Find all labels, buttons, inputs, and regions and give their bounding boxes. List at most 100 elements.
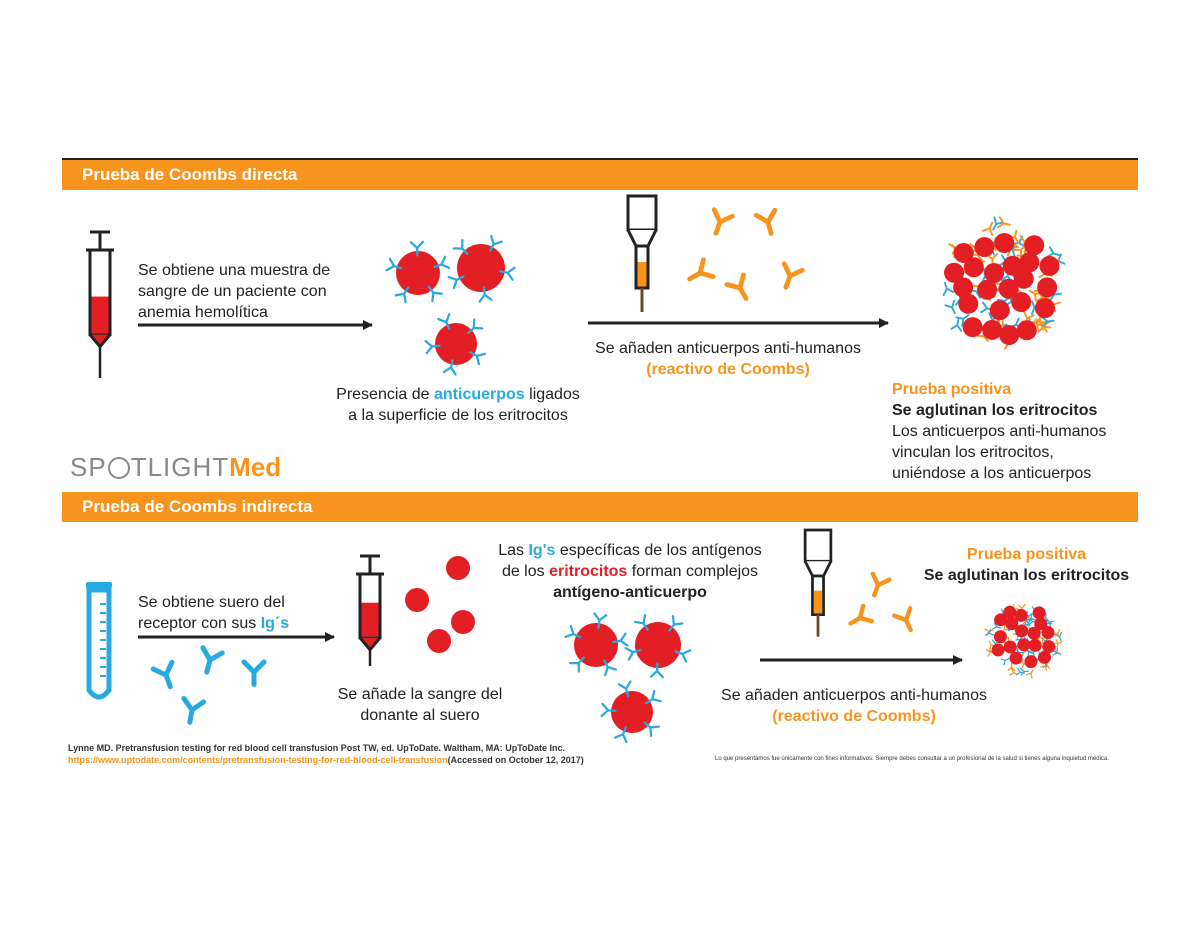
red-blood-cell-icon (1015, 624, 1029, 638)
direct-step1-text: Se obtiene una muestra de sangre de un p… (138, 262, 331, 321)
antibody-icon (674, 649, 692, 663)
antibody-icon (150, 659, 175, 690)
antibody-icon (649, 662, 665, 679)
red-blood-cell-icon (405, 588, 429, 612)
antibody-icon (992, 216, 1005, 231)
red-blood-cell-icon (1037, 277, 1058, 298)
antibody-icon (1052, 629, 1061, 639)
indirect-step2-text: Se añade la sangre del donante al suero (337, 686, 503, 724)
red-blood-cell-icon (974, 237, 995, 258)
antibody-icon (1009, 668, 1019, 676)
red-blood-cell-icon (953, 277, 974, 298)
antibody-icon (489, 234, 503, 252)
red-blood-cell-icon (435, 323, 477, 365)
red-blood-cell-icon (1042, 640, 1056, 654)
indirect-result-text: Prueba positiva Se aglutinan los eritroc… (923, 546, 1130, 584)
antibody-icon (569, 656, 585, 673)
red-blood-cell-icon (1034, 298, 1055, 319)
red-blood-cell-icon (1024, 235, 1045, 256)
antibody-icon (950, 317, 963, 332)
pipette-icon (626, 194, 658, 312)
antibody-icon (644, 689, 662, 705)
antibody-icon (442, 359, 457, 376)
logo-spotlight-icon (107, 457, 130, 479)
citation-link[interactable]: https://www.uptodate.com/contents/pretra… (68, 755, 448, 765)
antibody-icon (634, 613, 649, 631)
antibody-icon (892, 606, 913, 633)
antibody-icon (848, 603, 875, 626)
red-blood-cell-icon (1003, 640, 1017, 654)
antibody-icon (1055, 639, 1063, 649)
antibody-icon (409, 240, 425, 257)
red-blood-cell-icon (446, 556, 470, 580)
antibody-icon (200, 645, 225, 675)
direct-result-text: Prueba positiva Se aglutinan los eritroc… (892, 381, 1107, 482)
antibody-icon (944, 299, 956, 314)
red-blood-cell-icon (994, 613, 1008, 627)
red-blood-cell-icon (457, 244, 505, 292)
antibody-icon (992, 622, 1002, 630)
red-blood-cell-icon (1019, 252, 1040, 273)
antibody-icon (452, 238, 469, 256)
antibody-icon (433, 255, 451, 270)
antibody-icon (467, 318, 484, 335)
red-blood-cell-icon (993, 630, 1007, 644)
antibody-icon (982, 221, 994, 236)
antibody-icon (385, 257, 403, 272)
syringe-icon (86, 230, 114, 378)
direct-test-title: Prueba de Coombs directa (82, 165, 298, 184)
direct-step2-text: Presencia de anticuerpos ligados a la su… (336, 386, 580, 424)
red-blood-cell-icon (982, 319, 1003, 340)
red-blood-cell-icon (1032, 606, 1046, 620)
antibody-icon (1037, 320, 1052, 333)
antibody-icon (447, 275, 465, 289)
red-blood-cell-icon (427, 629, 451, 653)
antibody-icon (711, 207, 735, 236)
red-blood-cell-icon (1009, 651, 1023, 665)
antibody-icon (424, 340, 441, 355)
antibody-icon (624, 646, 642, 661)
red-blood-cell-icon (1014, 608, 1028, 622)
antibody-icon (1007, 662, 1016, 672)
red-blood-cell-icon (984, 262, 1005, 283)
red-blood-cell-icon (953, 242, 974, 263)
indirect-step4-text: Se añaden anticuerpos anti-humanos (reac… (721, 687, 987, 725)
red-blood-cell-icon (944, 262, 965, 283)
top-rule (62, 158, 1138, 160)
antibody-icon (1025, 669, 1034, 679)
antibody-icon (781, 261, 805, 290)
citation: Lynne MD. Pretransfusion testing for red… (68, 743, 584, 765)
direct-step3-text: Se añaden anticuerpos anti-humanos (reac… (595, 340, 861, 378)
pipette-icon (803, 528, 833, 637)
antibody-icon (724, 272, 749, 301)
indirect-test-title: Prueba de Coombs indirecta (82, 497, 313, 516)
antibody-icon (394, 286, 410, 304)
red-blood-cell-icon (1003, 605, 1017, 619)
indirect-step3-text: Las Ig's específicas de los antígenos de… (498, 542, 762, 601)
red-blood-cell-icon (977, 279, 998, 300)
antibody-icon (564, 624, 582, 639)
direct-test-header: Prueba de Coombs directa (62, 160, 1138, 190)
antibody-icon (614, 726, 628, 744)
red-blood-cell-icon (1002, 255, 1023, 276)
red-blood-cell-icon (396, 251, 440, 295)
red-blood-cell-icon (963, 257, 984, 278)
red-blood-cell-icon (451, 610, 475, 634)
red-blood-cell-icon (1037, 650, 1051, 664)
antibody-icon (687, 257, 716, 282)
red-blood-cell-icon (611, 691, 653, 733)
antibody-icon (1000, 657, 1010, 666)
antibody-icon (469, 351, 487, 366)
red-blood-cell-icon (958, 293, 979, 314)
red-blood-cell-icon (999, 325, 1020, 346)
antibody-icon (612, 632, 629, 647)
red-blood-cell-icon (962, 317, 983, 338)
red-blood-cell-icon (1005, 617, 1019, 631)
red-blood-cell-icon (991, 643, 1005, 657)
antibody-icon (1020, 667, 1029, 676)
indirect-step1-text: Se obtiene suero del receptor con sus Ig… (138, 594, 290, 632)
syringe-icon (356, 554, 384, 666)
indirect-test-header: Prueba de Coombs indirecta (62, 492, 1138, 522)
antibody-icon (600, 702, 617, 718)
